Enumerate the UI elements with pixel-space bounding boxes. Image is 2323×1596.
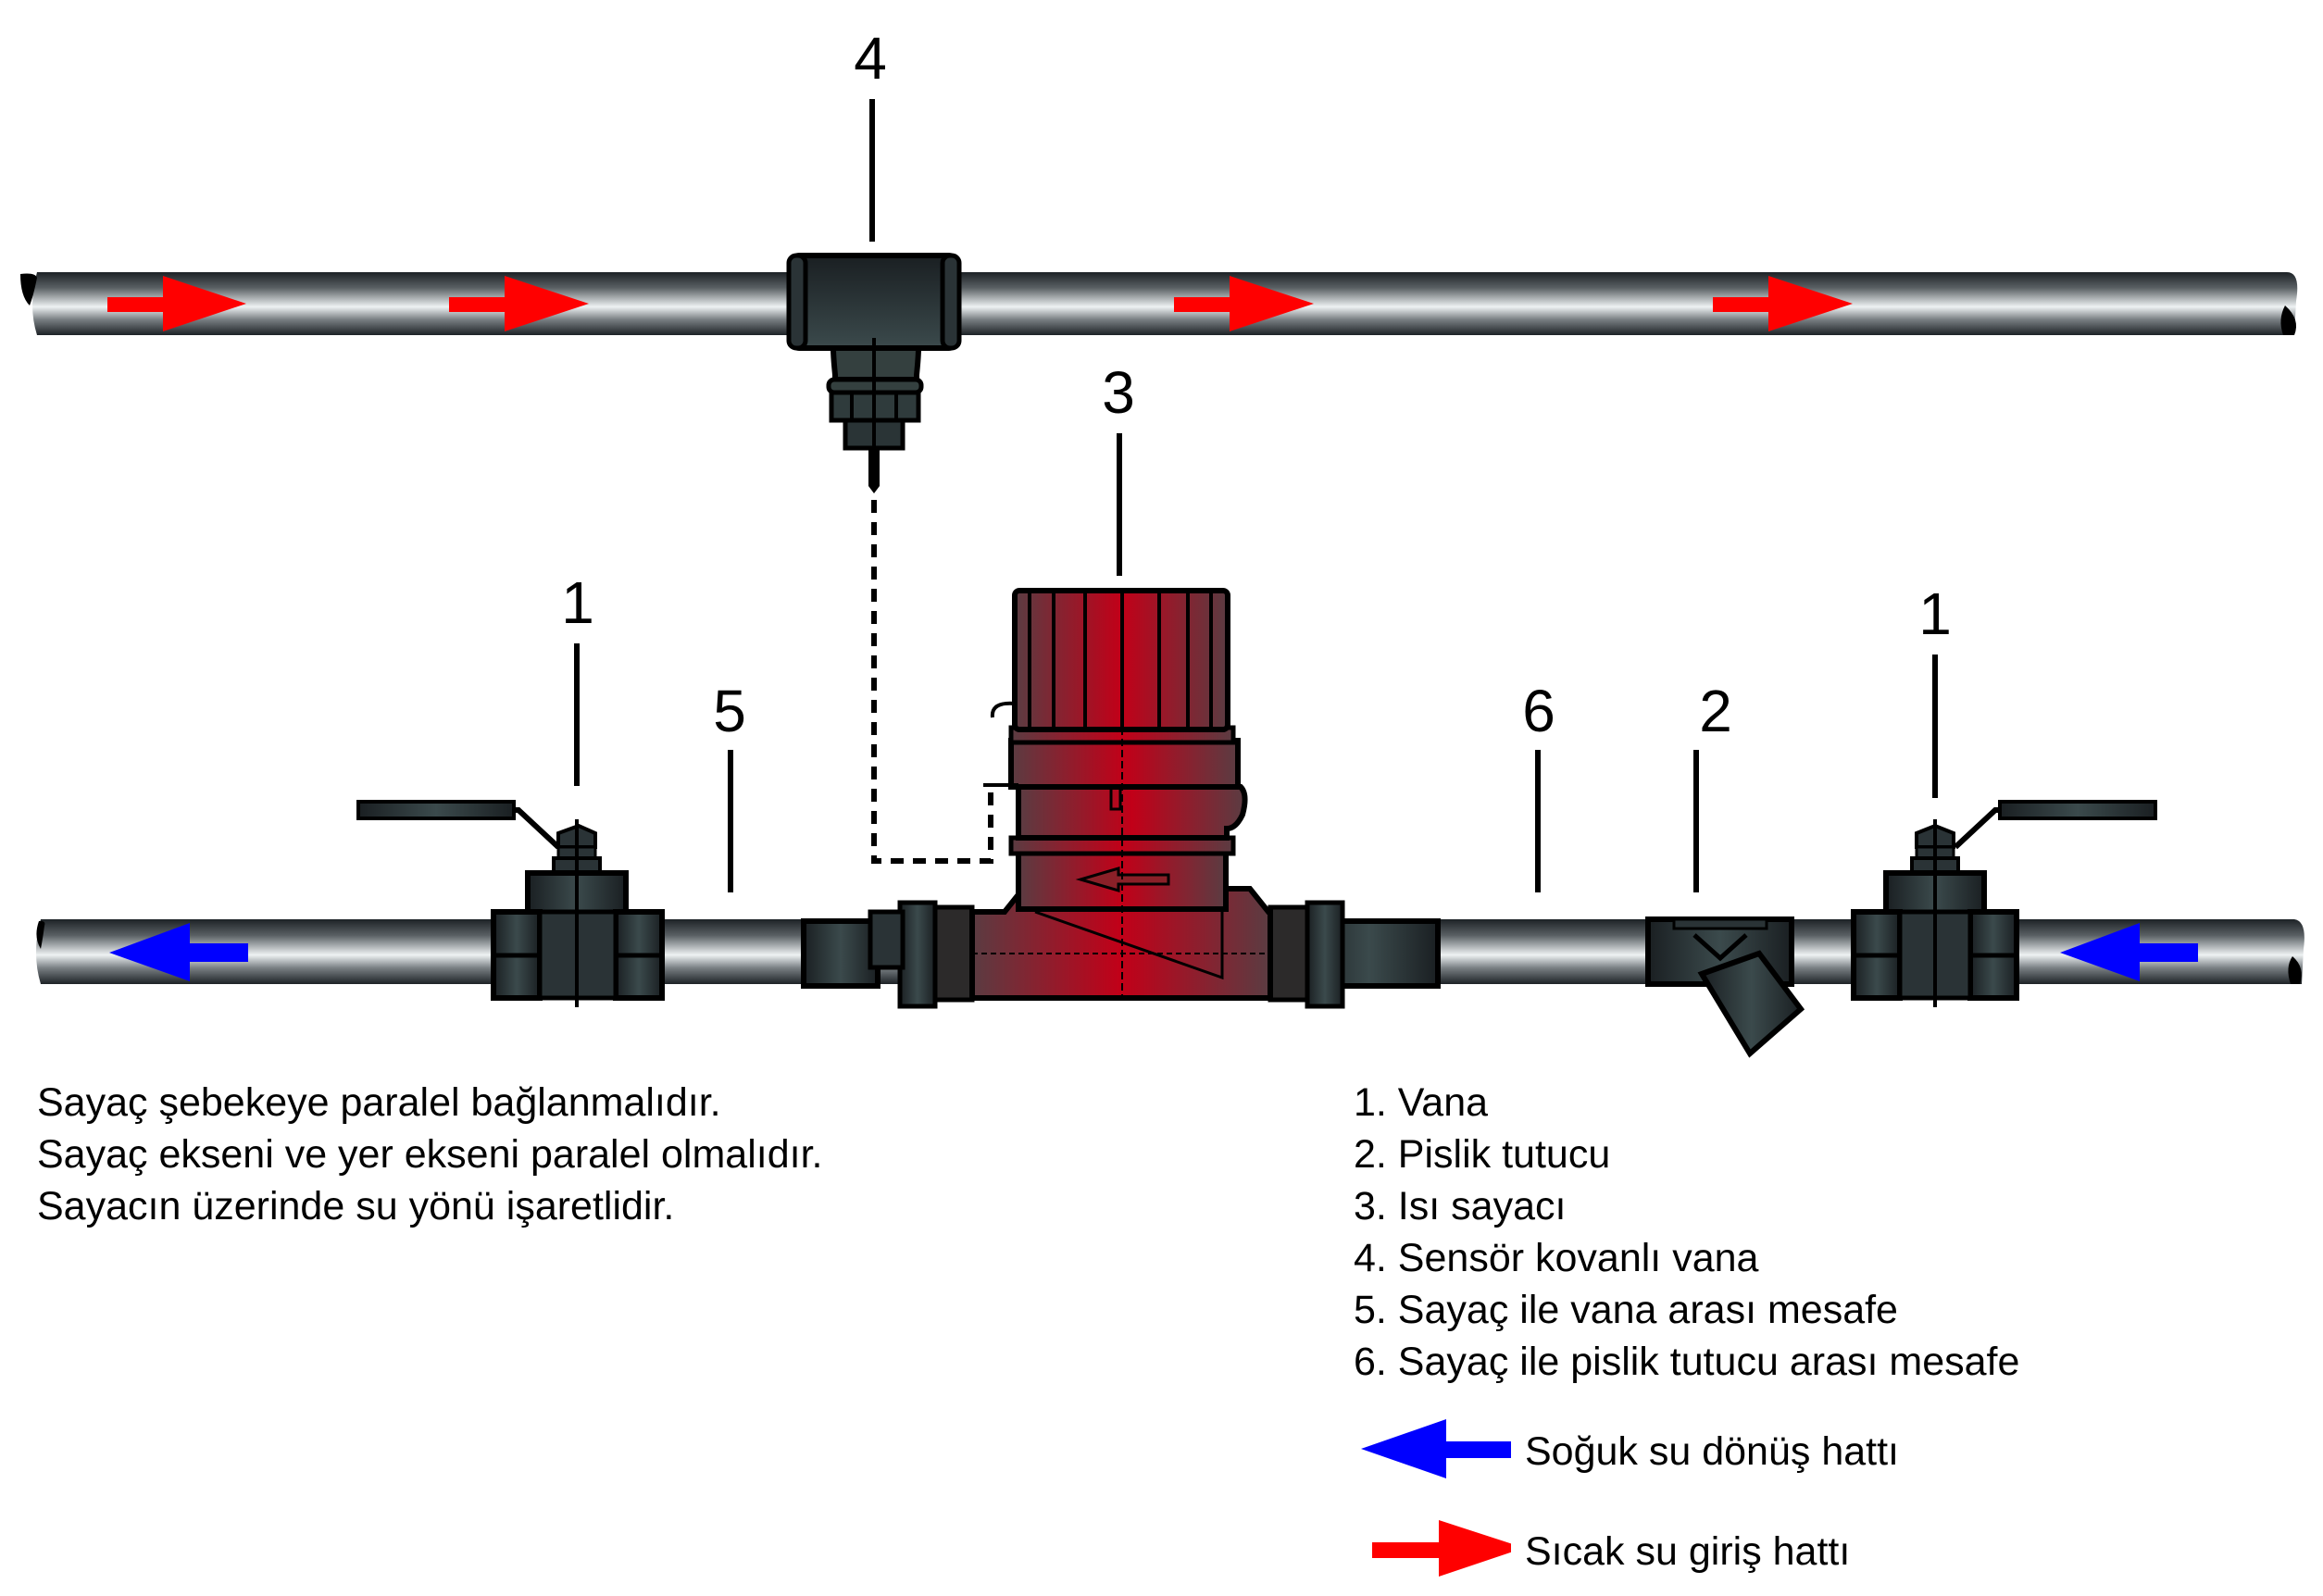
- callout-leaders: [574, 99, 1938, 892]
- hot-supply-pipe: [20, 272, 2298, 335]
- legend-item: 5. Sayaç ile vana arası mesafe: [1354, 1288, 1898, 1332]
- sensor-cable: [871, 500, 993, 864]
- red-right-arrow-icon: [1372, 1520, 1511, 1577]
- note-line: Sayaç ekseni ve yer ekseni paralel olmal…: [37, 1132, 823, 1177]
- callout-6: 6: [1522, 678, 1555, 744]
- legend-item: 3. Isı sayacı: [1354, 1184, 1567, 1228]
- heat-meter: [801, 588, 1441, 1009]
- parts-legend: 1. Vana 2. Pislik tutucu 3. Isı sayacı 4…: [1354, 1077, 2019, 1388]
- cold-flow-arrow-icon: [2060, 923, 2198, 981]
- legend-item: 4. Sensör kovanlı vana: [1354, 1236, 1759, 1280]
- sensor-tee-fitting: [786, 253, 962, 493]
- legend-item: 2. Pislik tutucu: [1354, 1132, 1611, 1177]
- flow-legend-cold-label: Soğuk su dönüş hattı: [1525, 1429, 1900, 1474]
- cold-flow-arrow-icon: [109, 923, 248, 981]
- hot-flow-arrow-icon: [1713, 276, 1853, 331]
- callout-1-left: 1: [561, 569, 594, 636]
- legend-item: 1. Vana: [1354, 1080, 1489, 1125]
- hot-flow-arrows: [107, 276, 1853, 331]
- callout-2: 2: [1699, 678, 1732, 744]
- callout-5: 5: [713, 678, 746, 744]
- hot-flow-arrow-icon: [107, 276, 246, 331]
- hot-flow-arrow-icon: [449, 276, 589, 331]
- callout-1-right: 1: [1918, 580, 1952, 647]
- note-line: Sayacın üzerinde su yönü işaretlidir.: [37, 1184, 675, 1228]
- note-line: Sayaç şebekeye paralel bağlanmalıdır.: [37, 1080, 721, 1125]
- blue-left-arrow-icon: [1361, 1419, 1511, 1478]
- hot-flow-arrow-icon: [1174, 276, 1314, 331]
- flow-legend-hot-label: Sıcak su giriş hattı: [1525, 1529, 1851, 1574]
- callout-3: 3: [1102, 359, 1135, 426]
- ball-valve-left: [356, 800, 665, 1007]
- callout-4: 4: [854, 25, 887, 92]
- legend-item: 6. Sayaç ile pislik tutucu arası mesafe: [1354, 1340, 2020, 1384]
- installation-notes: Sayaç şebekeye paralel bağlanmalıdır. Sa…: [37, 1077, 822, 1232]
- meter-flow-direction-icon: [1075, 866, 1170, 893]
- y-strainer: [1645, 916, 1805, 1058]
- ball-valve-right: [1851, 800, 2157, 1007]
- cold-flow-arrows: [109, 923, 2198, 981]
